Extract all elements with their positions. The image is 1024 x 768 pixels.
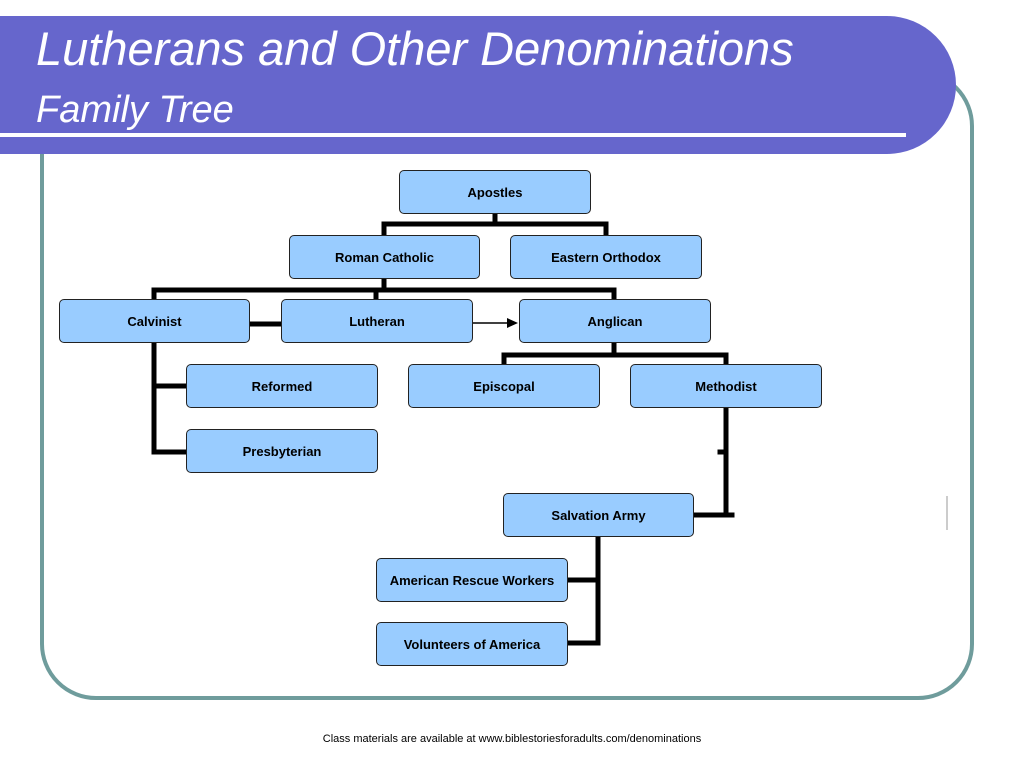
node-eastern-orthodox: Eastern Orthodox: [510, 235, 702, 279]
connector-methodist: [690, 405, 729, 518]
connector-roman-catholic: [151, 275, 617, 303]
node-apostles: Apostles: [399, 170, 591, 214]
node-reformed: Reformed: [186, 364, 378, 408]
node-methodist: Methodist: [630, 364, 822, 408]
node-lutheran: Lutheran: [281, 299, 473, 343]
arrow-lutheran-anglican: [473, 318, 518, 328]
footer-note: Class materials are available at www.bib…: [322, 733, 702, 745]
node-volunteers-of-america: Volunteers of America: [376, 622, 568, 666]
slide-subtitle: Family Tree: [36, 89, 234, 131]
node-salvation-army: Salvation Army: [503, 493, 694, 537]
node-presbyterian: Presbyterian: [186, 429, 378, 473]
connector-salvation-army: [565, 535, 601, 646]
title-banner: [0, 16, 956, 154]
connector-apostles: [381, 211, 609, 239]
node-roman-catholic: Roman Catholic: [289, 235, 480, 279]
node-american-rescue-workers: American Rescue Workers: [376, 558, 568, 602]
connector-calvinist: [151, 340, 189, 455]
node-episcopal: Episcopal: [408, 364, 600, 408]
edge-mark: [946, 496, 948, 530]
connector-anglican: [501, 340, 729, 367]
banner-rule: [0, 133, 906, 137]
node-anglican: Anglican: [519, 299, 711, 343]
node-calvinist: Calvinist: [59, 299, 250, 343]
slide-title: Lutherans and Other Denominations: [36, 22, 794, 75]
